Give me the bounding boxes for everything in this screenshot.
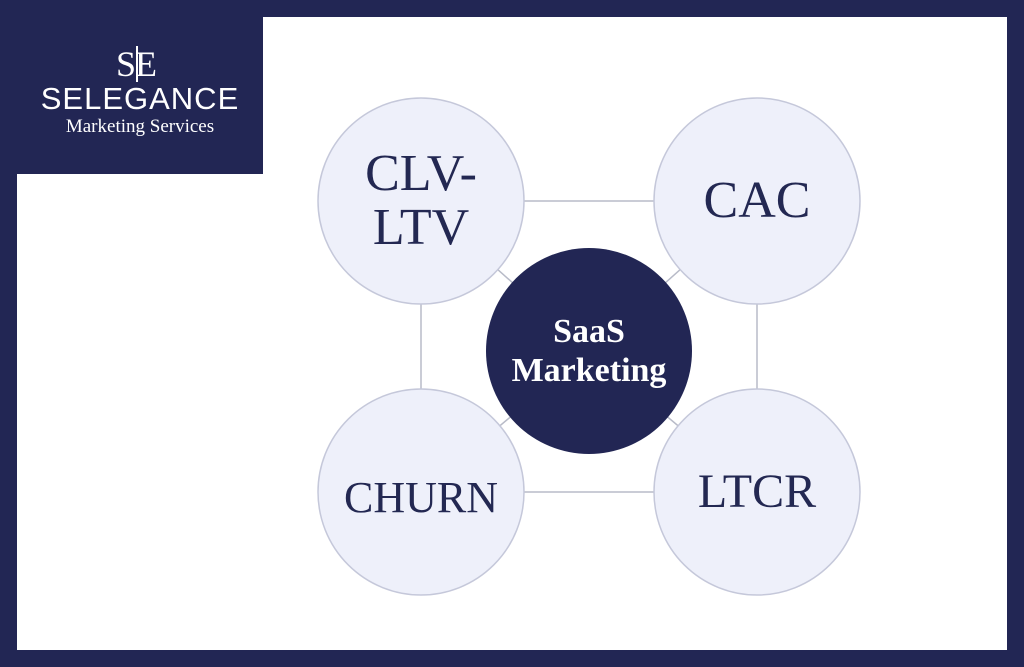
node-clv-ltv-line2: LTV: [372, 199, 470, 256]
brand-name: SELEGANCE: [40, 81, 240, 116]
svg-text:E: E: [135, 44, 157, 84]
node-churn-label: CHURN: [343, 473, 499, 522]
brand-logo: S E SELEGANCE Marketing Services: [17, 17, 263, 174]
center-node: SaaS Marketing: [486, 248, 692, 454]
metrics-diagram: [317, 97, 861, 596]
svg-text:S: S: [116, 44, 136, 84]
node-churn: CHURN: [318, 395, 524, 601]
node-ltcr-label: LTCR: [697, 465, 817, 518]
node-circle-churn: [317, 388, 525, 596]
center-node-line2: Marketing: [511, 352, 667, 389]
center-node-line1: SaaS: [553, 313, 625, 350]
node-circle-cac: [653, 97, 861, 305]
logo-monogram-icon: S E: [116, 44, 157, 84]
slide-canvas: S E SELEGANCE Marketing Services CLV- LT…: [17, 17, 1007, 650]
brand-subtitle: Marketing Services: [65, 116, 215, 137]
node-circle-clv-ltv: [317, 97, 525, 305]
node-cac-label: CAC: [703, 172, 811, 229]
node-cac: CAC: [654, 98, 860, 304]
center-circle: [486, 248, 692, 454]
node-clv-ltv-line1: CLV-: [365, 145, 477, 202]
node-clv-ltv: CLV- LTV: [318, 98, 524, 304]
node-circle-ltcr: [653, 388, 861, 596]
node-ltcr: LTCR: [654, 389, 860, 595]
